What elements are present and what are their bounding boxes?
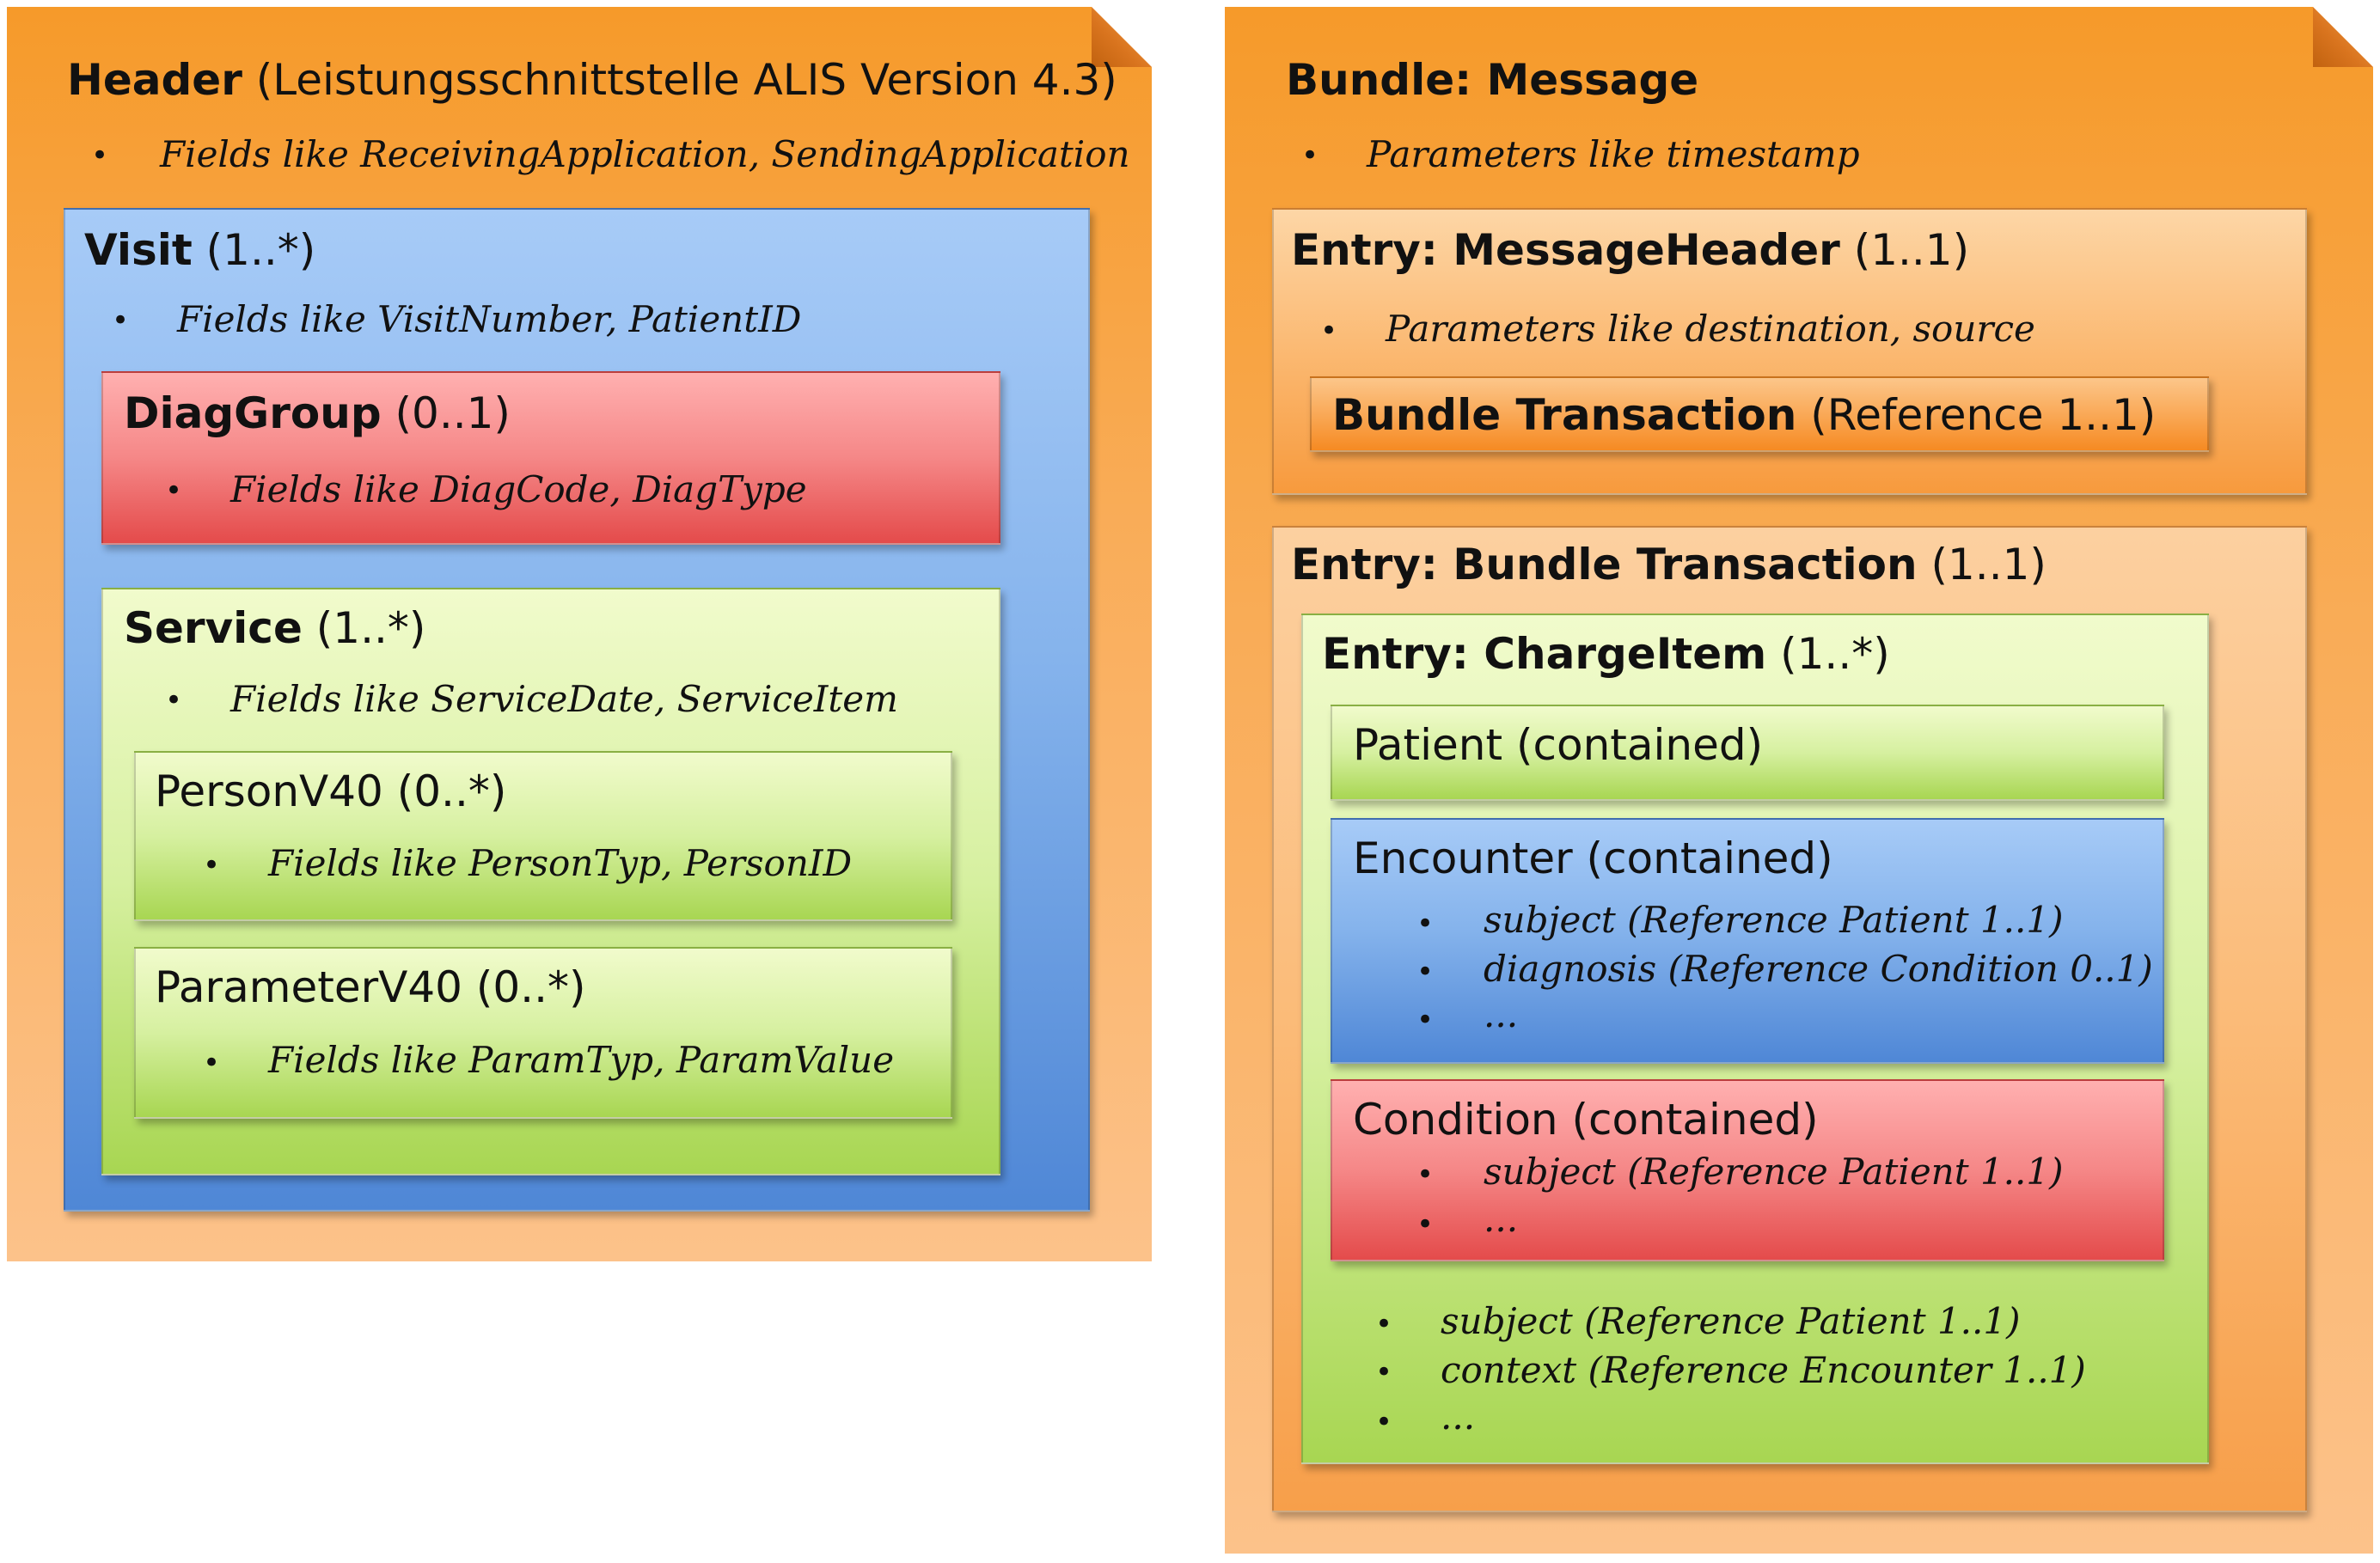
patient-contained-box	[1331, 705, 2164, 801]
diaggroup-title: DiagGroup (0..1)	[124, 388, 511, 438]
visit-fields-bullet: Fields like VisitNumber, PatientID	[177, 298, 802, 340]
bullet-marker: •	[203, 1046, 221, 1080]
header-fields-bullet: Fields like ReceivingApplication, Sendin…	[160, 133, 1130, 175]
bullet-marker: •	[1320, 314, 1338, 348]
condition-subject-bullet: subject (Reference Patient 1..1)	[1484, 1151, 2064, 1193]
encounter-diagnosis-bullet: diagnosis (Reference Condition 0..1)	[1484, 948, 2153, 990]
bundle-title: Bundle: Message	[1286, 55, 1699, 105]
bundle-transaction-entry-title: Entry: Bundle Transaction (1..1)	[1291, 540, 2047, 589]
patient-contained-title: Patient (contained)	[1353, 720, 1764, 770]
condition-more-bullet: ...	[1484, 1198, 1519, 1240]
bullet-marker: •	[112, 303, 130, 338]
bundle-params-bullet: Parameters like timestamp	[1367, 133, 1860, 175]
bullet-marker: •	[1375, 1405, 1393, 1439]
service-title: Service (1..*)	[124, 603, 426, 653]
condition-contained-title: Condition (contained)	[1353, 1095, 1819, 1145]
condition-contained-box	[1331, 1079, 2164, 1261]
encounter-subject-bullet: subject (Reference Patient 1..1)	[1484, 899, 2064, 941]
diaggroup-box	[101, 371, 1000, 545]
encounter-more-bullet: ...	[1484, 993, 1519, 1035]
parameterv40-title: ParameterV40 (0..*)	[155, 962, 586, 1012]
bundle-transaction-reference-box	[1310, 376, 2209, 452]
messageheader-title: Entry: MessageHeader (1..1)	[1291, 225, 1970, 275]
personv40-fields-bullet: Fields like PersonTyp, PersonID	[268, 842, 853, 884]
page-fold-corner	[2313, 7, 2373, 67]
bullet-marker: •	[91, 138, 109, 173]
bullet-marker: •	[1375, 1355, 1393, 1389]
bullet-marker: •	[1416, 955, 1435, 989]
chargeitem-context-bullet: context (Reference Encounter 1..1)	[1441, 1349, 2086, 1391]
bullet-marker: •	[203, 848, 221, 882]
bundle-transaction-reference-title: Bundle Transaction (Reference 1..1)	[1332, 390, 2157, 440]
chargeitem-title: Entry: ChargeItem (1..*)	[1322, 629, 1890, 679]
bullet-marker: •	[165, 683, 183, 717]
bullet-marker: •	[1416, 1207, 1435, 1242]
visit-title: Visit (1..*)	[84, 225, 316, 275]
parameterv40-box	[134, 947, 952, 1119]
bullet-marker: •	[1416, 1003, 1435, 1037]
bullet-marker: •	[1416, 907, 1435, 941]
messageheader-params-bullet: Parameters like destination, source	[1386, 308, 2035, 350]
encounter-contained-box	[1331, 818, 2164, 1064]
chargeitem-more-bullet: ...	[1441, 1395, 1476, 1438]
encounter-contained-title: Encounter (contained)	[1353, 833, 1833, 883]
chargeitem-subject-bullet: subject (Reference Patient 1..1)	[1441, 1300, 2021, 1342]
personv40-box	[134, 751, 952, 921]
personv40-title: PersonV40 (0..*)	[155, 766, 507, 816]
bullet-marker: •	[1416, 1157, 1435, 1192]
bullet-marker: •	[165, 473, 183, 508]
diaggroup-fields-bullet: Fields like DiagCode, DiagType	[230, 468, 807, 510]
header-title: Header (Leistungsschnittstelle ALIS Vers…	[67, 55, 1117, 105]
parameterv40-fields-bullet: Fields like ParamTyp, ParamValue	[268, 1039, 895, 1081]
bullet-marker: •	[1375, 1307, 1393, 1341]
service-fields-bullet: Fields like ServiceDate, ServiceItem	[230, 678, 898, 720]
bullet-marker: •	[1301, 138, 1319, 173]
